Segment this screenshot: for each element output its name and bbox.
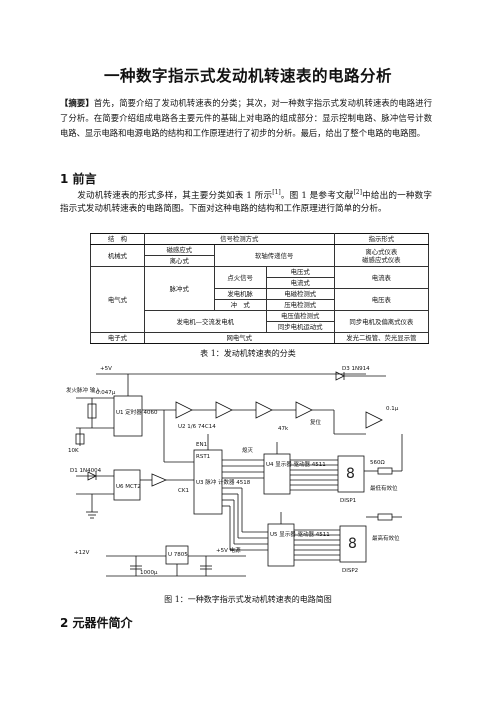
table-cell: 电子式 — [90, 332, 145, 344]
label-reset: 复位 — [310, 418, 322, 426]
classification-table: 结 构 信号检测方式 指示形式 机械式 磁感应式 软轴传递信号 离心式仪表 磁感… — [90, 233, 430, 344]
table-row: 机械式 磁感应式 软轴传递信号 离心式仪表 磁感应式仪表 — [90, 244, 430, 267]
table-row: 电子式 网电气式 发光二极管、荧光显示管 — [90, 332, 430, 344]
label-disp1: DISP1 — [340, 498, 356, 504]
label-pwr: +5V 电源 — [216, 546, 241, 554]
section-heading-intro: 1 前言 — [60, 172, 97, 186]
table-cell: 发光二极管、荧光显示管 — [333, 332, 430, 344]
table-cell: 脉冲式 — [143, 266, 215, 311]
seven-segment-digit-1: 8 — [346, 466, 355, 482]
label-u4: U4 显示器 驱动器 4511 — [266, 461, 326, 468]
label-vcc: +5V — [100, 366, 112, 372]
abstract: 【摘要】首先，简要介绍了发动机转速表的分类；其次，对一种数字指示式发动机转速表的… — [60, 96, 432, 140]
label-pin-ck: CK1 — [178, 488, 189, 494]
table-header: 指示形式 — [333, 233, 430, 245]
label-c01: 0.1μ — [386, 406, 399, 412]
circuit-diagram: +5V 发火脉冲 输入 U1 定时器 4060 U2 1/6 74C14 0.0… — [66, 366, 403, 577]
label-u6: U6 MCT2 — [116, 484, 141, 490]
label-u3: U3 脉冲 计数器 4518 — [196, 478, 251, 486]
label-c1000: 1000μ — [140, 570, 158, 576]
table-cell: 电流式 — [265, 277, 335, 289]
table-cell: 电磁检测式 — [265, 288, 335, 300]
label-d1: D1 1N4004 — [70, 468, 102, 474]
table-cell: 软轴传递信号 — [213, 244, 335, 267]
table-cell: 点火信号 — [213, 266, 267, 289]
label-u1: U1 定时器 4060 — [116, 408, 158, 416]
intro-text-2: 。图 1 是参考文献 — [280, 191, 354, 201]
abstract-text: 首先，简要介绍了发动机转速表的分类；其次，对一种数字指示式发动机转速表的电路进行… — [60, 98, 432, 138]
intro-text-1: 发动机转速表的形式多样，其主要分类如表 1 所示 — [77, 191, 273, 201]
label-pin-rst: RST1 — [196, 454, 210, 460]
table-header-row: 结 构 信号检测方式 指示形式 — [90, 233, 430, 245]
label-seg2: 最高有效位 — [372, 534, 400, 542]
label-u7: U 7805 — [168, 552, 188, 558]
intro-paragraph: 发动机转速表的形式多样，其主要分类如表 1 所示[1]。图 1 是参考文献[2]… — [60, 190, 432, 215]
table-cell: 电压表 — [333, 288, 430, 311]
table-cell: 同步电机运动式 — [265, 321, 335, 333]
intro-text-3: 中给出的一种数字指示式发动机转速表的电路简图。下面对这种电路的结构和工作原理进行… — [60, 191, 432, 214]
label-blank: 熄灭 — [242, 446, 254, 454]
label-disp2: DISP2 — [342, 568, 358, 574]
abstract-label: 【摘要】 — [60, 98, 94, 108]
label-pin-en: EN1 — [196, 442, 207, 448]
table-cell: 压电检测式 — [265, 299, 335, 311]
table-cell: 发电机脉 — [213, 288, 267, 300]
label-r560: 560Ω — [370, 460, 385, 466]
figure-caption: 图 1：一种数字指示式发动机转速表的电路简图 — [164, 595, 332, 604]
table-row: 电流式 — [91, 277, 429, 289]
section-heading-components: 2 元器件简介 — [60, 616, 133, 630]
citation-1[interactable]: [1] — [272, 189, 281, 197]
table-header: 信号检测方式 — [143, 233, 335, 245]
table-row: 发电机脉 电磁检测式 电压表 — [91, 288, 430, 311]
table-cell: 电气式 — [90, 266, 145, 333]
label-c047: 0.047μ — [96, 390, 116, 396]
table-cell: 机械式 — [90, 244, 145, 267]
page-title: 一种数字指示式发动机转速表的电路分析 — [103, 67, 392, 85]
table-cell: 网电气式 — [143, 332, 335, 344]
label-vcc12: +12V — [74, 550, 90, 556]
table-cell: 离心式 — [143, 255, 215, 267]
label-u2: U2 1/6 74C14 — [178, 424, 216, 430]
label-seg1: 最低有效位 — [370, 484, 398, 492]
label-u5: U5 显示器 驱动器 4511 — [270, 531, 330, 538]
label-d3: D3 1N914 — [342, 366, 370, 372]
table-header: 结 构 — [90, 233, 145, 245]
table-cell: 电压值检测式 — [265, 310, 335, 322]
table-caption: 表 1：发动机转速表的分类 — [200, 349, 296, 358]
seven-segment-digit-2: 8 — [348, 536, 357, 552]
table-cell: 离心式仪表 磁感应式仪表 — [333, 244, 430, 267]
table-cell: 同步电机及偏离式仪表 — [333, 310, 430, 333]
citation-2[interactable]: [2] — [353, 189, 362, 197]
label-r47k: 47k — [278, 426, 289, 432]
table-row: 发电机—交流发电机 电压值检测式 同步电机及偏离式仪表 — [91, 310, 430, 333]
table-row: 电气式 脉冲式 点火信号 电压式 电流表 — [90, 266, 430, 333]
table-cell: 电压式 — [265, 266, 335, 278]
table-cell: 电流表 — [333, 266, 430, 289]
label-r10k: 10K — [68, 448, 79, 454]
table-cell: 冲 式 — [213, 299, 267, 311]
label-input: 发火脉冲 输入 — [66, 386, 101, 394]
table-cell: 发电机—交流发电机 — [143, 310, 267, 333]
table-cell: 磁感应式 — [143, 244, 215, 256]
